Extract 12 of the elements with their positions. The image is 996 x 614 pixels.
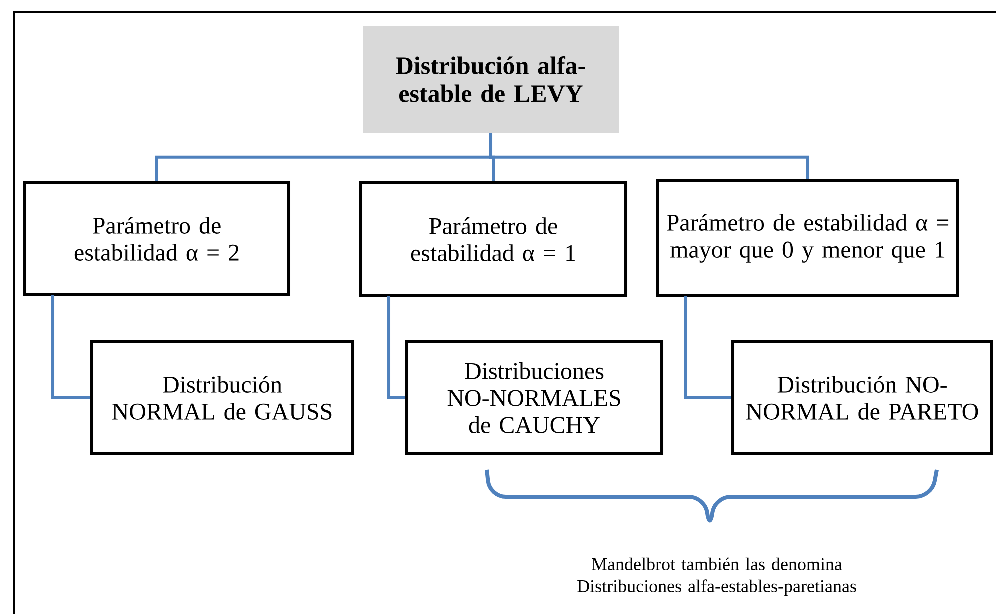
title-box: Distribución alfa-estable de LEVY (363, 26, 619, 133)
parameter-box: Parámetro de estabilidad α = 2 (24, 182, 290, 296)
connector-line (684, 296, 732, 400)
distribution-box: Distribuciones NO-NORMALES de CAUCHY (406, 340, 664, 456)
connector-line (52, 295, 90, 400)
parameter-box: Parámetro de estabilidad α = mayor que 0 y menor que 1 (656, 180, 960, 298)
distribution-box: Distribución NORMAL de GAUSS (90, 340, 354, 456)
distribution-box: Distribución NO-NORMAL de PARETO (732, 340, 994, 456)
connector-line (388, 296, 406, 400)
note-text: Mandelbrot también las denomina Distribuciones alfa-estables-paretianas (578, 558, 856, 596)
parameter-box: Parámetro de estabilidad α = 1 (360, 182, 628, 298)
connector-line (490, 133, 810, 180)
